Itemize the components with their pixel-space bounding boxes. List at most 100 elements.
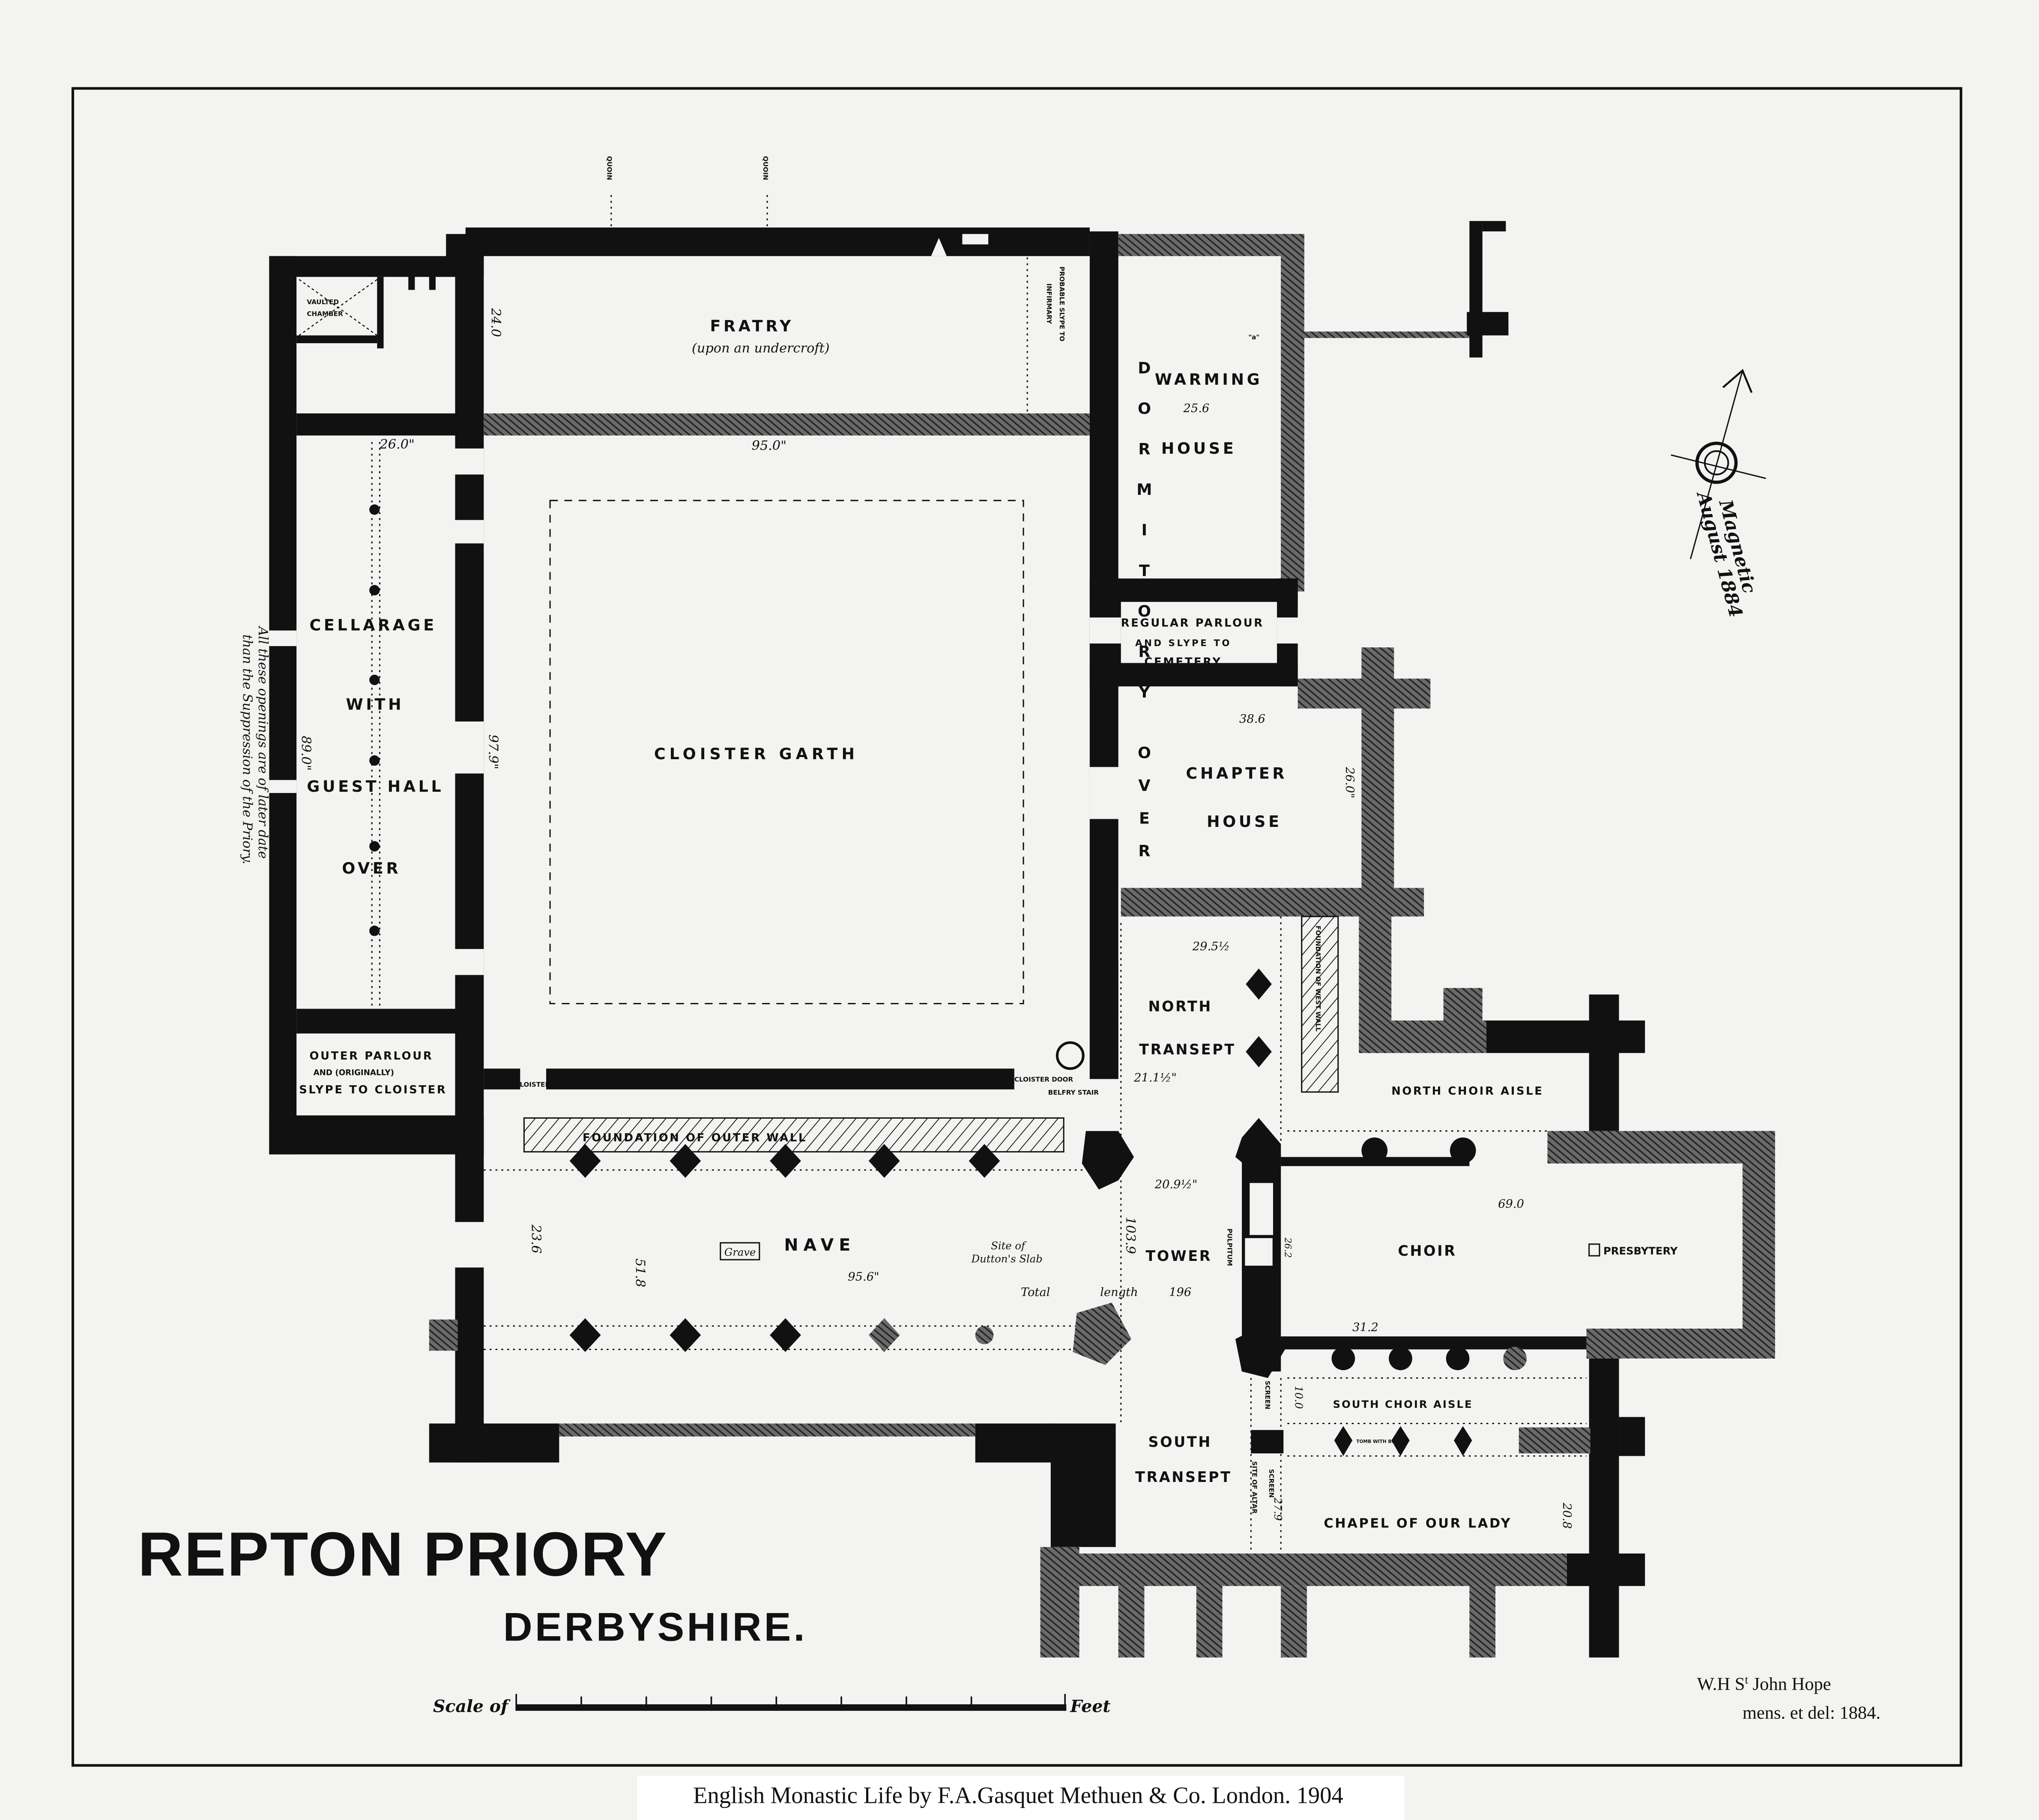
dim-10-0: 10.0 — [1293, 1386, 1305, 1409]
label-foundation-outer-wall: FOUNDATION OF OUTER WALL — [583, 1132, 807, 1144]
label-quoin-2: QUOIN — [762, 156, 769, 180]
dim-51-8: 51.8 — [632, 1258, 647, 1287]
author-credit-line: mens. et del: 1884. — [1743, 1703, 1881, 1723]
cloister-south-wall — [546, 1069, 1014, 1090]
nave-walls — [429, 1117, 1092, 1463]
dim-69-0: 69.0 — [1498, 1197, 1524, 1211]
label-screen-south: SCREEN — [1268, 1469, 1275, 1498]
label-mark-a: "a" — [1248, 333, 1259, 341]
label-north-choir-aisle: NORTH CHOIR AISLE — [1391, 1085, 1543, 1098]
label-chapter-house: CHAPTER — [1186, 764, 1288, 783]
label-site-of-altar: SITE OF ALTAR — [1250, 1461, 1258, 1514]
grave-marker — [720, 1242, 760, 1260]
label-slype-to-cloister: SLYPE TO CLOISTER — [299, 1084, 447, 1096]
dim-31-2: 31.2 — [1352, 1321, 1378, 1334]
north-arrow-compass: Magnetic August 1884 — [1671, 368, 1766, 620]
label-outer-parlour: OUTER PARLOUR — [310, 1050, 434, 1063]
label-warming-house: WARMING — [1155, 370, 1263, 389]
dim-25-6: 25.6 — [1183, 402, 1209, 415]
east-range-walls — [1089, 221, 1509, 1053]
dim-20-9: 20.9½" — [1154, 1178, 1198, 1191]
label-north-transept: NORTH — [1148, 998, 1212, 1015]
label-belfry-stair: BELFRY STAIR — [1048, 1089, 1099, 1096]
author-name-pre: W.H S — [1697, 1674, 1745, 1694]
label-fratry-note: (upon an undercroft) — [692, 341, 830, 356]
label-infirmary: INFIRMARY — [1045, 283, 1053, 324]
plan-title: REPTON PRIORY — [138, 1519, 668, 1589]
total-length-label-2: length — [1100, 1286, 1138, 1299]
label-cemetery: CEMETERY — [1144, 656, 1222, 669]
dim-21-1: 21.1½" — [1133, 1072, 1177, 1085]
west-range-walls — [269, 234, 484, 1155]
dim-23-6: 23.6 — [529, 1224, 544, 1254]
label-probable-slype: PROBABLE SLYPE TO — [1058, 266, 1066, 341]
dim-103-9: 103.9 — [1123, 1217, 1138, 1254]
nave-piers — [569, 1144, 1000, 1352]
dim-4-10: 4.10 — [1094, 994, 1115, 1005]
label-tower: TOWER — [1145, 1248, 1212, 1264]
scale-unit: Feet — [1070, 1697, 1110, 1716]
dim-3-10: 3.10 — [1105, 944, 1116, 964]
cloister-garth-outline — [549, 500, 1024, 1004]
label-tomb-with-bones: TOMB WITH BONES — [1356, 1439, 1405, 1444]
scale-bar: Scale of Feet — [433, 1694, 1111, 1716]
dim-24-0: 24.0 — [488, 308, 503, 337]
dim-27-9: 27.9 — [1272, 1497, 1284, 1521]
book-caption: English Monastic Life by F.A.Gasquet Met… — [693, 1782, 1343, 1808]
label-regular-parlour: REGULAR PARLOUR — [1121, 617, 1264, 630]
total-length-label: Total — [1021, 1286, 1050, 1299]
label-dormitory: DORMITORY — [1135, 359, 1154, 723]
total-length-value: 196 — [1169, 1286, 1191, 1299]
author-name-sup: t — [1745, 1673, 1748, 1686]
label-chapter-house-2: HOUSE — [1207, 812, 1282, 831]
plan-subtitle: DERBYSHIRE. — [503, 1604, 807, 1649]
label-grave: Grave — [724, 1246, 756, 1258]
label-cellarage-with: WITH — [346, 695, 404, 714]
dim-29-5: 29.5½ — [1192, 940, 1230, 953]
label-dutton-slab-2: Dutton's Slab — [971, 1252, 1043, 1265]
dim-95-0: 95.0" — [752, 438, 787, 453]
label-vaulted-chamber-2: CHAMBER — [307, 310, 343, 317]
dim-89-0: 89.0" — [298, 736, 313, 771]
choir-walls — [1251, 994, 1775, 1658]
dim-95-6: 95.6" — [848, 1270, 879, 1284]
label-dormitory-over: OVER — [1135, 744, 1154, 874]
label-cellarage: CELLARAGE — [310, 616, 437, 635]
label-south-transept: SOUTH — [1148, 1434, 1212, 1450]
author-signature: W.H St John Hope — [1697, 1673, 1831, 1694]
label-vaulted-chamber: VAULTED — [307, 298, 339, 306]
dim-97-9: 97.9" — [485, 734, 500, 769]
dim-26-0-chapter: 26.0" — [1343, 766, 1356, 798]
dim-26-0-west: 26.0" — [379, 437, 415, 452]
plate-frame — [71, 87, 1962, 1767]
author-name-post: John Hope — [1748, 1674, 1831, 1694]
label-presbytery: PRESBYTERY — [1603, 1245, 1678, 1257]
crossing-and-transept-walls — [1040, 916, 1645, 1658]
label-quoin-1: QUOIN — [606, 156, 613, 180]
dim-26-2: 26.2 — [1282, 1237, 1293, 1258]
dim-38-6: 38.6 — [1239, 712, 1265, 726]
label-chapel-of-our-lady: CHAPEL OF OUR LADY — [1324, 1516, 1512, 1531]
label-warming-house-2: HOUSE — [1161, 439, 1237, 458]
dim-20-8: 20.8 — [1560, 1503, 1573, 1529]
label-dutton-slab: Site of — [991, 1239, 1027, 1252]
dimensions: 24.0 26.0" 95.0" 97.9" 89.0" 25.6 38.6 2… — [298, 308, 1573, 1529]
label-cloister-door-west: CLOISTER DOOR — [515, 1081, 574, 1089]
label-south-choir-aisle: SOUTH CHOIR AISLE — [1333, 1398, 1473, 1410]
note-openings-1: All these openings are of later date — [255, 626, 270, 859]
label-choir: CHOIR — [1398, 1242, 1456, 1259]
label-fratry: FRATRY — [710, 317, 794, 335]
note-openings-2: than the Suppression of the Priory. — [240, 635, 255, 865]
label-pulpitum: PULPITUM — [1226, 1228, 1234, 1266]
label-nave: NAVE — [784, 1235, 856, 1255]
label-foundation-west-wall: FOUNDATION OF WEST WALL — [1314, 925, 1322, 1032]
label-cloister-door-east: CLOISTER DOOR — [1014, 1076, 1073, 1084]
label-guest-hall-over: OVER — [342, 859, 401, 877]
label-regular-parlour-2: AND SLYPE TO — [1135, 638, 1232, 649]
label-south-transept-2: TRANSEPT — [1135, 1469, 1232, 1485]
scale-label: Scale of — [433, 1697, 511, 1716]
label-cloister-garth: CLOISTER GARTH — [654, 745, 858, 763]
label-screen-north: SCREEN — [1264, 1380, 1271, 1409]
label-guest-hall: GUEST HALL — [307, 777, 444, 796]
